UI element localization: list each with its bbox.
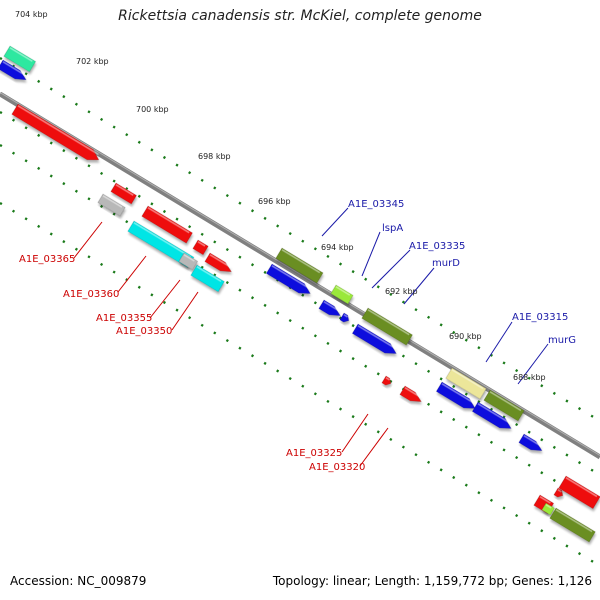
scale-tick-label: 696 kbp <box>258 197 291 206</box>
gene-label[interactable]: A1E_03350 <box>116 326 172 337</box>
label-leader-red <box>117 255 147 293</box>
gene-teal[interactable] <box>3 45 37 73</box>
gene-label[interactable]: A1E_03355 <box>96 313 152 324</box>
label-leader-blue <box>361 231 381 277</box>
gene-blue[interactable] <box>318 299 343 320</box>
gene-labels: A1E_03345 lspA A1E_03335 murD A1E_03315 murG A… <box>19 199 576 473</box>
gene-olive[interactable] <box>483 389 525 422</box>
gene-blue[interactable] <box>351 323 399 358</box>
gene-label[interactable]: A1E_03360 <box>63 289 119 300</box>
gene-label[interactable]: A1E_03365 <box>19 254 75 265</box>
gene-red[interactable] <box>204 252 234 276</box>
accession-text: Accession: NC_009879 <box>10 574 147 588</box>
gene-label[interactable]: A1E_03335 <box>409 241 465 252</box>
gene-gray[interactable] <box>178 252 199 271</box>
scale-ticks: 704 kbp 702 kbp 700 kbp 698 kbp 696 kbp 694 k… <box>15 10 546 382</box>
gene-red[interactable] <box>399 385 424 406</box>
label-leader-red <box>73 221 103 259</box>
gene-label[interactable]: murD <box>432 258 460 269</box>
gene-label[interactable]: murG <box>548 335 576 346</box>
gene-red[interactable] <box>141 205 193 244</box>
scale-tick-label: 704 kbp <box>15 10 48 19</box>
scale-tick-label: 702 kbp <box>76 57 109 66</box>
gene-olive[interactable] <box>549 507 596 543</box>
scale-tick-label: 700 kbp <box>136 105 169 114</box>
scale-tick-label: 698 kbp <box>198 152 231 161</box>
gene-label[interactable]: A1E_03325 <box>286 448 342 459</box>
gene-red[interactable] <box>192 239 209 256</box>
gene-red[interactable] <box>11 103 102 165</box>
gene-label[interactable]: A1E_03315 <box>512 312 568 323</box>
map-title: Rickettsia canadensis str. McKiel, compl… <box>118 8 482 24</box>
scale-tick-label: 692 kbp <box>385 287 418 296</box>
gene-blue[interactable] <box>339 312 351 324</box>
gene-red[interactable] <box>558 475 600 510</box>
gene-gray[interactable] <box>97 193 126 217</box>
label-leader-blue <box>403 267 435 305</box>
label-leader-red <box>359 427 389 467</box>
gene-cyan[interactable] <box>190 264 225 293</box>
label-leaders <box>73 207 549 467</box>
label-leader-red <box>171 291 199 331</box>
gene-blue[interactable] <box>435 381 478 413</box>
label-leader-blue <box>517 343 549 385</box>
gene-olive[interactable] <box>275 247 324 284</box>
label-leader-red <box>149 279 181 319</box>
scale-tick-label: 690 kbp <box>449 332 482 341</box>
gene-blue[interactable] <box>0 59 29 84</box>
label-leader-blue <box>371 249 411 289</box>
gene-cyan[interactable] <box>127 220 195 268</box>
gene-label[interactable]: A1E_03345 <box>348 199 404 210</box>
gene-red[interactable] <box>381 375 393 387</box>
genome-backbone-highlight <box>0 92 600 456</box>
gene-label[interactable]: lspA <box>382 223 403 234</box>
gene-khaki[interactable] <box>445 367 487 400</box>
gene-label[interactable]: A1E_03320 <box>309 462 365 473</box>
gene-features <box>0 45 600 543</box>
scale-tick-label: 694 kbp <box>321 243 354 252</box>
gene-lime[interactable] <box>541 502 555 516</box>
label-leader-red <box>341 413 369 453</box>
gene-red[interactable] <box>553 487 565 499</box>
gene-lime[interactable] <box>330 284 354 305</box>
gene-olive[interactable] <box>361 307 413 346</box>
label-leader-blue <box>321 207 349 237</box>
label-leader-blue <box>485 321 513 363</box>
gene-red[interactable] <box>110 182 137 205</box>
gene-blue[interactable] <box>265 263 313 298</box>
dotted-guides <box>0 56 600 568</box>
dotted-guide <box>0 201 600 568</box>
scale-tick-label: 688 kbp <box>513 373 546 382</box>
gene-blue[interactable] <box>471 401 514 433</box>
dotted-guide <box>0 56 600 423</box>
genome-summary: Topology: linear; Length: 1,159,772 bp; … <box>272 574 592 588</box>
gene-blue[interactable] <box>518 433 545 455</box>
